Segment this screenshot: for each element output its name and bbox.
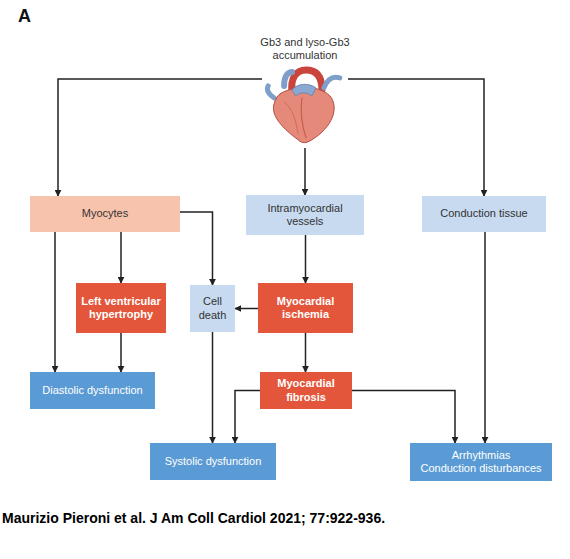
- flow-arrow: [54, 232, 56, 372]
- heart-part: [284, 102, 298, 134]
- citation-caption: Maurizio Pieroni et al. J Am Coll Cardio…: [2, 510, 385, 526]
- flow-arrow: [58, 79, 262, 196]
- process-box: ArrhythmiasConduction disturbances: [410, 443, 552, 481]
- heart-illustration: [262, 64, 348, 148]
- flow-arrow: [352, 391, 455, 444]
- node-text: Myocytes: [82, 207, 128, 220]
- node-text: Systolic dysfunction: [165, 455, 262, 468]
- node-text: Diastolic dysfunction: [42, 384, 142, 397]
- flow-arrow: [120, 232, 122, 283]
- flow-arrow: [235, 308, 258, 310]
- process-box: Left ventricular hypertrophy: [76, 283, 166, 333]
- node-text: Conduction disturbances: [420, 462, 541, 475]
- node-text: Cell death: [194, 295, 231, 321]
- process-box: Myocardial fibrosis: [260, 372, 352, 409]
- flow-arrow: [348, 79, 484, 196]
- process-box: Conduction tissue: [422, 196, 546, 232]
- process-box: Myocardial ischemia: [258, 283, 353, 333]
- flow-arrow: [305, 235, 307, 283]
- flow-arrow: [304, 148, 306, 195]
- heart-part: [301, 98, 306, 138]
- heart-node: Gb3 and lyso-Gb3 accumulation: [262, 36, 348, 148]
- flow-arrow: [235, 391, 260, 444]
- process-box: Myocytes: [30, 196, 180, 232]
- flow-arrow: [484, 232, 486, 443]
- heart-part: [324, 78, 340, 89]
- flow-arrow: [180, 212, 213, 285]
- heart-part: [284, 72, 292, 86]
- node-text: Myocardial fibrosis: [264, 377, 348, 403]
- process-box: Systolic dysfunction: [150, 443, 276, 480]
- node-text: Left ventricular hypertrophy: [80, 295, 162, 321]
- process-box: Cell death: [190, 285, 235, 332]
- node-text: Gb3 and lyso-Gb3 accumulation: [228, 36, 382, 62]
- node-text: Conduction tissue: [440, 207, 527, 220]
- heart-part: [267, 86, 274, 98]
- flow-arrow: [305, 333, 307, 372]
- node-text: Myocardial ischemia: [262, 295, 349, 321]
- panel-letter: A: [18, 6, 31, 27]
- flow-arrow: [212, 332, 214, 443]
- flow-arrow: [120, 333, 122, 372]
- node-text: Intramyocardial vessels: [250, 202, 360, 228]
- process-box: Intramyocardial vessels: [246, 195, 364, 235]
- heart-part: [273, 88, 334, 143]
- heart-part: [292, 85, 316, 97]
- process-box: Diastolic dysfunction: [30, 372, 155, 409]
- node-text: Arrhythmias: [452, 449, 511, 462]
